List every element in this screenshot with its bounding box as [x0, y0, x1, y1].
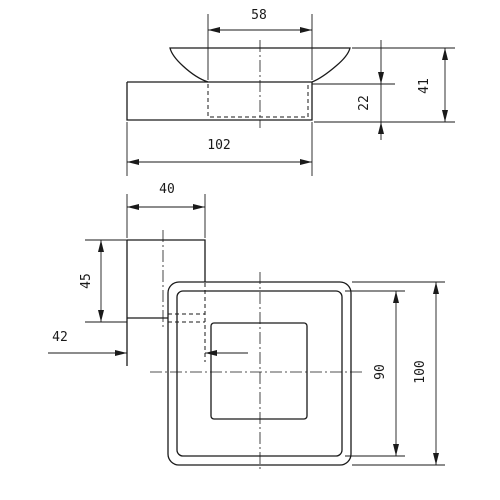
plan-view: 40 45 42 90 100: [48, 182, 445, 470]
holder-outer-frame: [167, 281, 352, 466]
elevation-view: 58 41 22 102: [126, 8, 455, 176]
dim-58-label: 58: [251, 8, 267, 23]
dim-90-label: 90: [373, 364, 388, 380]
dim-45-label: 45: [79, 273, 94, 289]
dish-insert: [210, 322, 308, 420]
holder-inner-frame: [176, 290, 343, 457]
dim-102-label: 102: [207, 138, 230, 153]
holder-recess-hidden: [207, 84, 309, 118]
dim-22-label: 22: [357, 95, 372, 111]
wall-bracket-body: [126, 82, 313, 121]
wall-post-base: [126, 317, 168, 366]
dim-100-label: 100: [413, 360, 428, 383]
wall-post: [126, 239, 206, 318]
dim-41-label: 41: [417, 78, 432, 94]
dim-42-label: 42: [52, 330, 68, 345]
dim-40-label: 40: [159, 182, 175, 197]
